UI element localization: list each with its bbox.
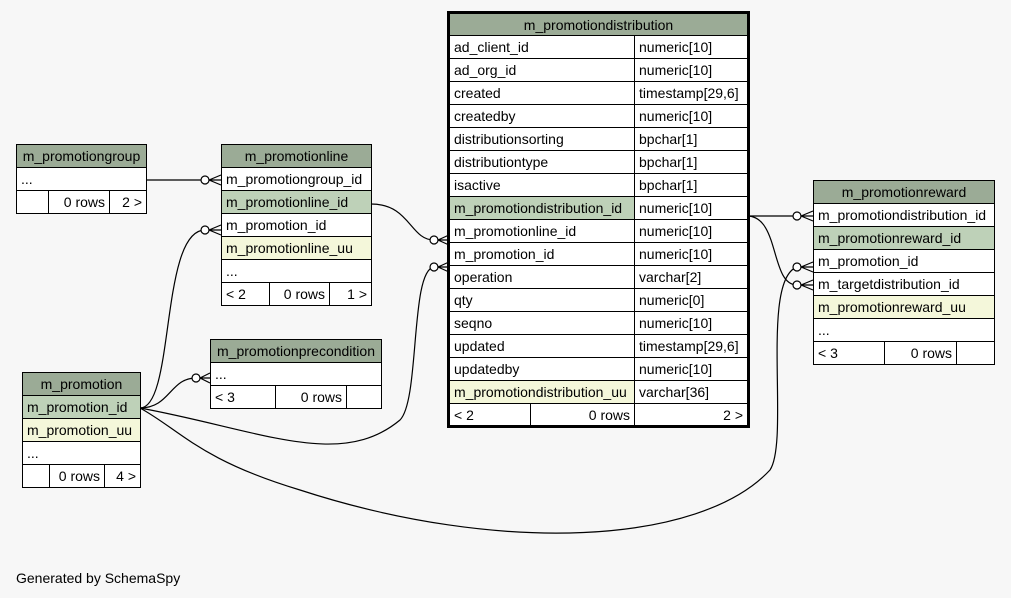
column-name[interactable]: qty — [448, 288, 635, 312]
children-count — [345, 385, 383, 409]
column-name[interactable]: seqno — [448, 311, 635, 335]
children-count[interactable]: 1 > — [329, 282, 372, 306]
relation-line — [139, 229, 206, 409]
optional-marker — [792, 211, 802, 221]
parents-count — [22, 464, 50, 488]
column-name[interactable]: distributionsorting — [448, 127, 635, 151]
column-row[interactable]: m_promotion_id — [813, 249, 995, 273]
column-type: bpchar[1] — [634, 173, 749, 197]
optional-marker — [191, 373, 201, 383]
parents-count[interactable]: < 3 — [210, 385, 276, 409]
children-count[interactable]: 2 > — [634, 403, 749, 427]
column-type: numeric[10] — [634, 58, 749, 82]
column-type: numeric[10] — [634, 357, 749, 381]
column-name[interactable]: updated — [448, 334, 635, 358]
column-ellipsis: ... — [221, 259, 372, 283]
unique-column[interactable]: m_promotionline_uu — [221, 236, 372, 260]
row-count: 0 rows — [275, 385, 347, 409]
column-type: numeric[10] — [634, 242, 749, 266]
column-type: numeric[10] — [634, 104, 749, 128]
crowfoot-marker — [800, 279, 814, 291]
crowfoot-marker — [800, 210, 814, 222]
column-type: numeric[10] — [634, 219, 749, 243]
optional-marker — [429, 235, 439, 245]
optional-marker — [200, 175, 210, 185]
column-name[interactable]: ad_org_id — [448, 58, 635, 82]
primary-key-column[interactable]: m_promotion_id — [22, 395, 141, 419]
column-name[interactable]: createdby — [448, 104, 635, 128]
parents-count[interactable]: < 3 — [813, 341, 885, 365]
column-name[interactable]: operation — [448, 265, 635, 289]
optional-marker — [792, 262, 802, 272]
children-count[interactable]: 2 > — [109, 190, 147, 214]
column-name[interactable]: isactive — [448, 173, 635, 197]
column-name[interactable]: m_promotion_id — [448, 242, 635, 266]
primary-key-column[interactable]: m_promotionreward_id — [813, 226, 995, 250]
table-m-promotiongroup[interactable]: m_promotiongroup ... 0 rows 2 > — [16, 144, 147, 214]
column-type: bpchar[1] — [634, 150, 749, 174]
column-name[interactable]: distributiontype — [448, 150, 635, 174]
column-type: numeric[10] — [634, 35, 749, 59]
table-title[interactable]: m_promotion — [22, 372, 141, 396]
column-type: bpchar[1] — [634, 127, 749, 151]
column-ellipsis: ... — [209, 362, 383, 386]
crowfoot-marker — [208, 174, 222, 186]
row-count: 0 rows — [48, 190, 110, 214]
row-count: 0 rows — [269, 282, 330, 306]
generated-by-footer: Generated by SchemaSpy — [16, 570, 181, 586]
children-count — [956, 341, 995, 365]
column-type: numeric[10] — [634, 311, 749, 335]
parents-count[interactable]: < 2 — [448, 403, 531, 427]
column-ellipsis: ... — [813, 318, 995, 342]
crowfoot-marker — [199, 372, 211, 384]
row-count: 0 rows — [49, 464, 105, 488]
column-name[interactable]: ad_client_id — [448, 35, 635, 59]
column-type: timestamp[29,6] — [634, 334, 749, 358]
table-title[interactable]: m_promotiongroup — [16, 144, 147, 168]
column-row[interactable]: m_targetdistribution_id — [813, 272, 995, 296]
parents-count — [16, 190, 49, 214]
table-m-promotionreward[interactable]: m_promotionreward m_promotiondistributio… — [813, 180, 995, 365]
table-title[interactable]: m_promotiondistribution — [448, 12, 749, 36]
row-count: 0 rows — [884, 341, 957, 365]
children-count[interactable]: 4 > — [104, 464, 141, 488]
unique-column[interactable]: m_promotion_uu — [22, 418, 141, 442]
optional-marker — [792, 280, 802, 290]
table-m-promotion[interactable]: m_promotion m_promotion_id m_promotion_u… — [22, 372, 141, 488]
column-name[interactable]: m_promotionline_id — [448, 219, 635, 243]
column-type: timestamp[29,6] — [634, 81, 749, 105]
crowfoot-marker — [208, 224, 222, 236]
column-row[interactable]: m_promotiondistribution_id — [813, 203, 995, 227]
relation-line — [139, 377, 197, 409]
column-name[interactable]: updatedby — [448, 357, 635, 381]
optional-marker — [200, 225, 210, 235]
row-count: 0 rows — [530, 403, 635, 427]
column-name[interactable]: created — [448, 81, 635, 105]
table-title[interactable]: m_promotionline — [221, 144, 372, 168]
unique-column[interactable]: m_promotiondistribution_uu — [448, 380, 635, 404]
column-row[interactable]: m_promotiongroup_id — [221, 167, 372, 191]
optional-marker — [429, 262, 439, 272]
crowfoot-marker — [800, 261, 814, 273]
column-type: numeric[10] — [634, 196, 749, 220]
unique-column[interactable]: m_promotionreward_uu — [813, 295, 995, 319]
primary-key-column[interactable]: m_promotiondistribution_id — [448, 196, 635, 220]
primary-key-column[interactable]: m_promotionline_id — [221, 190, 372, 214]
table-title[interactable]: m_promotionreward — [813, 180, 995, 204]
relation-line — [370, 203, 435, 241]
relation-line — [746, 215, 798, 286]
table-title[interactable]: m_promotionprecondition — [209, 339, 383, 363]
column-type: varchar[36] — [634, 380, 749, 404]
column-type: numeric[0] — [634, 288, 749, 312]
parents-count[interactable]: < 2 — [221, 282, 270, 306]
column-ellipsis: ... — [16, 167, 147, 191]
column-type: varchar[2] — [634, 265, 749, 289]
table-m-promotionprecondition[interactable]: m_promotionprecondition ... < 3 0 rows — [209, 339, 383, 409]
table-m-promotionline[interactable]: m_promotionline m_promotiongroup_id m_pr… — [221, 144, 372, 306]
column-row[interactable]: m_promotion_id — [221, 213, 372, 237]
column-ellipsis: ... — [22, 441, 141, 465]
